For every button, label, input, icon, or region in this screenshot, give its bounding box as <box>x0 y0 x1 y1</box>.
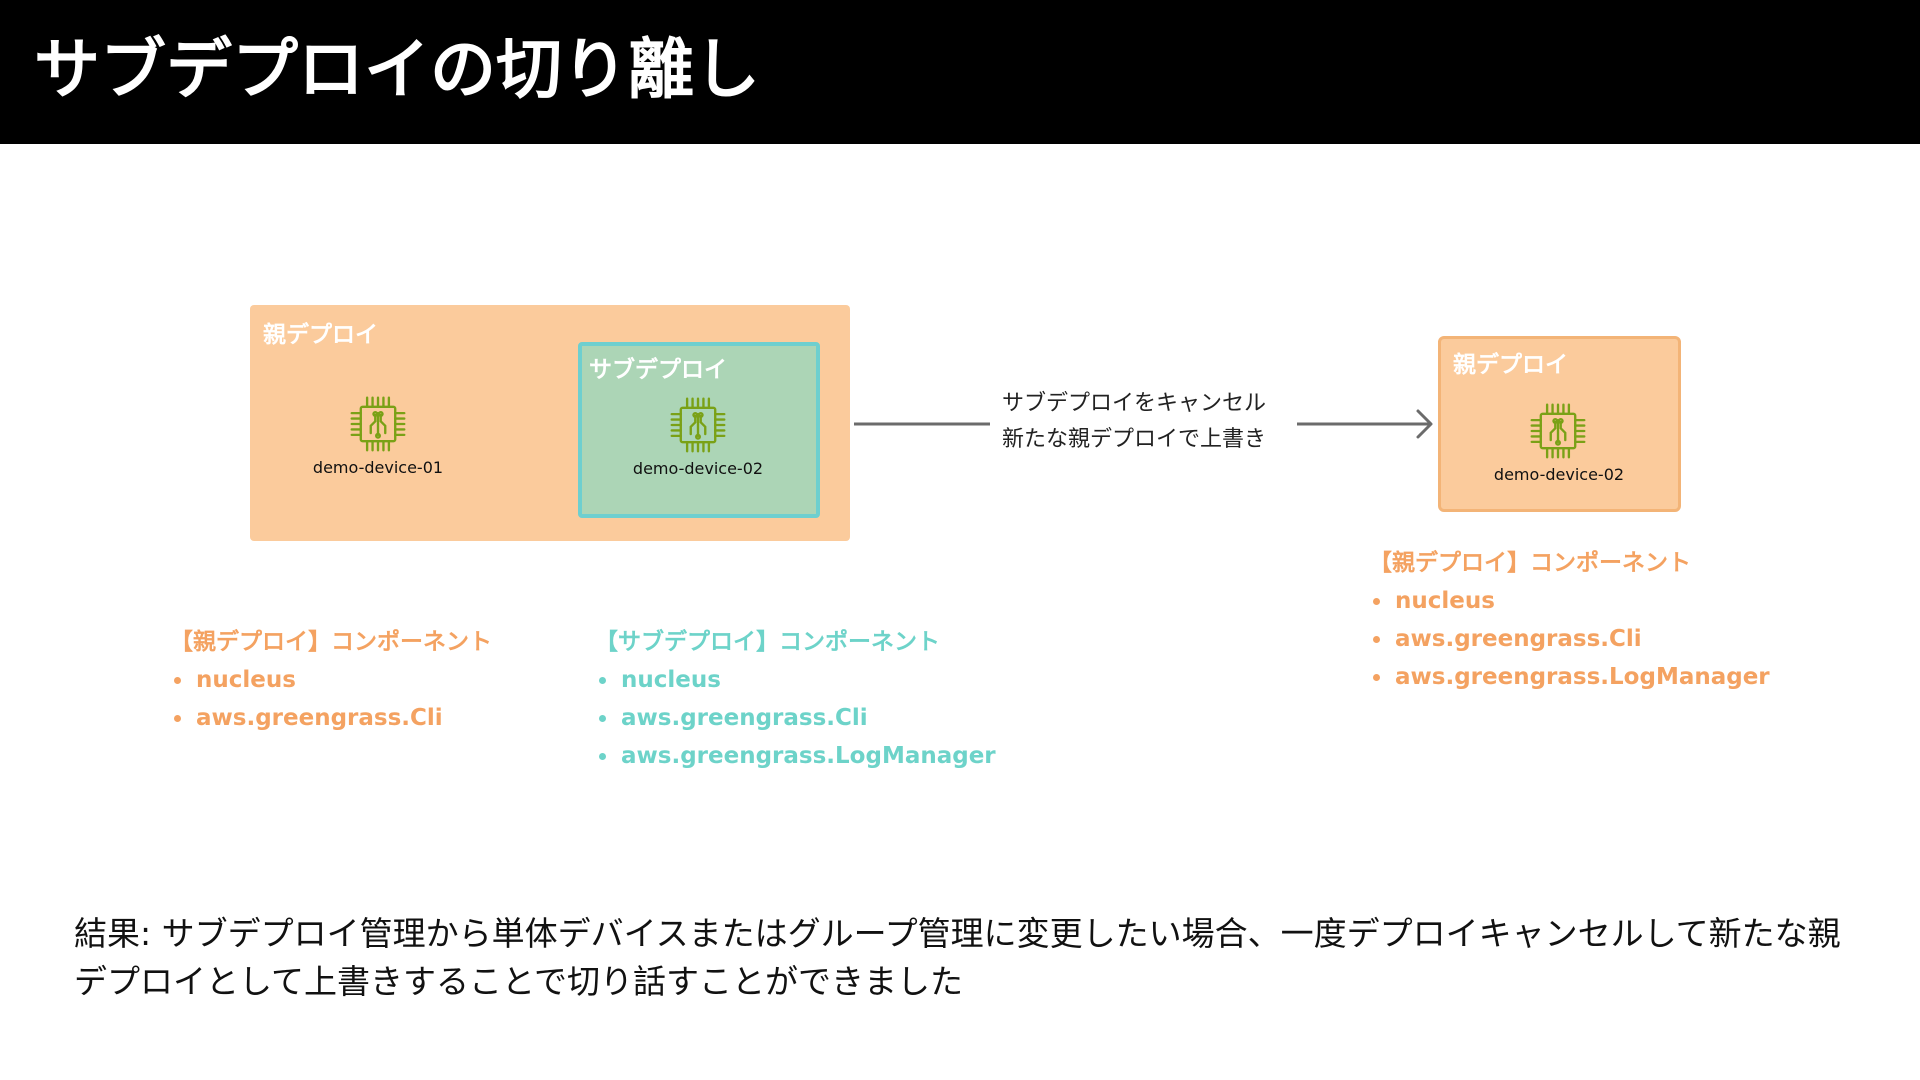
sub-deploy-components-heading: 【サブデプロイ】コンポーネント <box>595 629 940 655</box>
right-parent-components-heading: 【親デプロイ】コンポーネント <box>1369 550 1691 576</box>
sub-deploy-label: サブデプロイ <box>589 357 727 383</box>
arrow-caption: サブデプロイをキャンセル 新たな親デプロイで上書き <box>1002 386 1266 458</box>
device-label-right: demo-device-02 <box>1493 465 1625 484</box>
list-item: nucleus <box>170 661 492 699</box>
list-item: aws.greengrass.LogManager <box>595 737 996 775</box>
list-item: aws.greengrass.Cli <box>1369 620 1770 658</box>
list-item: aws.greengrass.Cli <box>170 699 492 737</box>
list-item: aws.greengrass.Cli <box>595 699 996 737</box>
device-label-02: demo-device-02 <box>632 459 764 478</box>
slide-title: サブデプロイの切り離し <box>34 31 760 108</box>
arrow-caption-line1: サブデプロイをキャンセル <box>1002 391 1267 416</box>
left-parent-components: 【親デプロイ】コンポーネント nucleus aws.greengrass.Cl… <box>170 623 492 737</box>
result-text: 結果: サブデプロイ管理から単体デバイスまたはグループ管理に変更したい場合、一度… <box>74 914 1841 1001</box>
slide-header: サブデプロイの切り離し <box>0 0 1920 144</box>
list-item: aws.greengrass.LogManager <box>1369 658 1770 696</box>
list-item: nucleus <box>595 661 996 699</box>
iot-device-chip-icon <box>1529 402 1587 460</box>
right-parent-components: 【親デプロイ】コンポーネント nucleus aws.greengrass.Cl… <box>1369 544 1770 696</box>
sub-deploy-components: 【サブデプロイ】コンポーネント nucleus aws.greengrass.C… <box>595 623 996 775</box>
right-parent-label: 親デプロイ <box>1453 352 1568 378</box>
arrow-caption-line2: 新たな親デプロイで上書き <box>1002 427 1267 452</box>
right-parent-deploy-box: 親デプロイ <box>1438 336 1681 512</box>
left-parent-components-heading: 【親デプロイ】コンポーネント <box>170 629 492 655</box>
device-label-01: demo-device-01 <box>312 458 444 477</box>
left-parent-label: 親デプロイ <box>263 322 378 348</box>
list-item: nucleus <box>1369 582 1770 620</box>
